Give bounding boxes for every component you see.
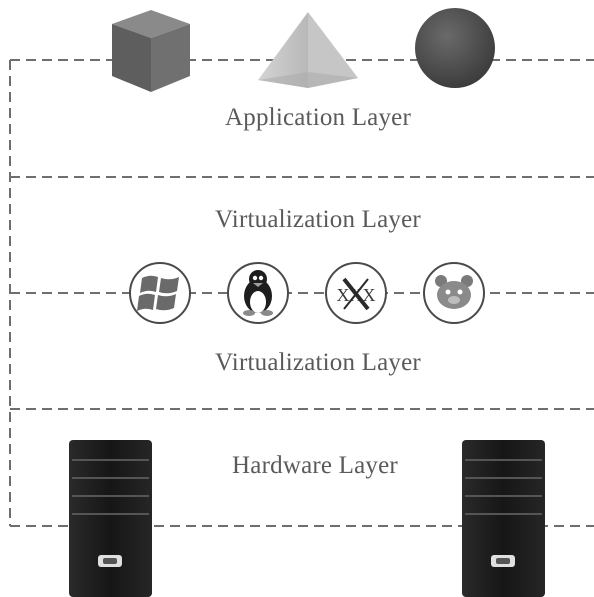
sphere-icon	[415, 8, 495, 88]
hardware-layer-label: Hardware Layer	[232, 452, 398, 479]
pyramid-icon	[258, 12, 358, 88]
cube-icon	[112, 10, 190, 92]
virtualization-layer-label-upper: Virtualization Layer	[215, 206, 421, 233]
application-layer-label: Application Layer	[225, 104, 411, 131]
server-tower-icon	[462, 440, 545, 597]
windows-logo-icon	[129, 262, 191, 324]
virtualization-layer-label-lower: Virtualization Layer	[215, 349, 421, 376]
x-window-icon: XXX	[325, 262, 387, 324]
linux-penguin-icon	[227, 262, 289, 324]
bear-face-icon	[423, 262, 485, 324]
server-tower-icon	[69, 440, 152, 597]
